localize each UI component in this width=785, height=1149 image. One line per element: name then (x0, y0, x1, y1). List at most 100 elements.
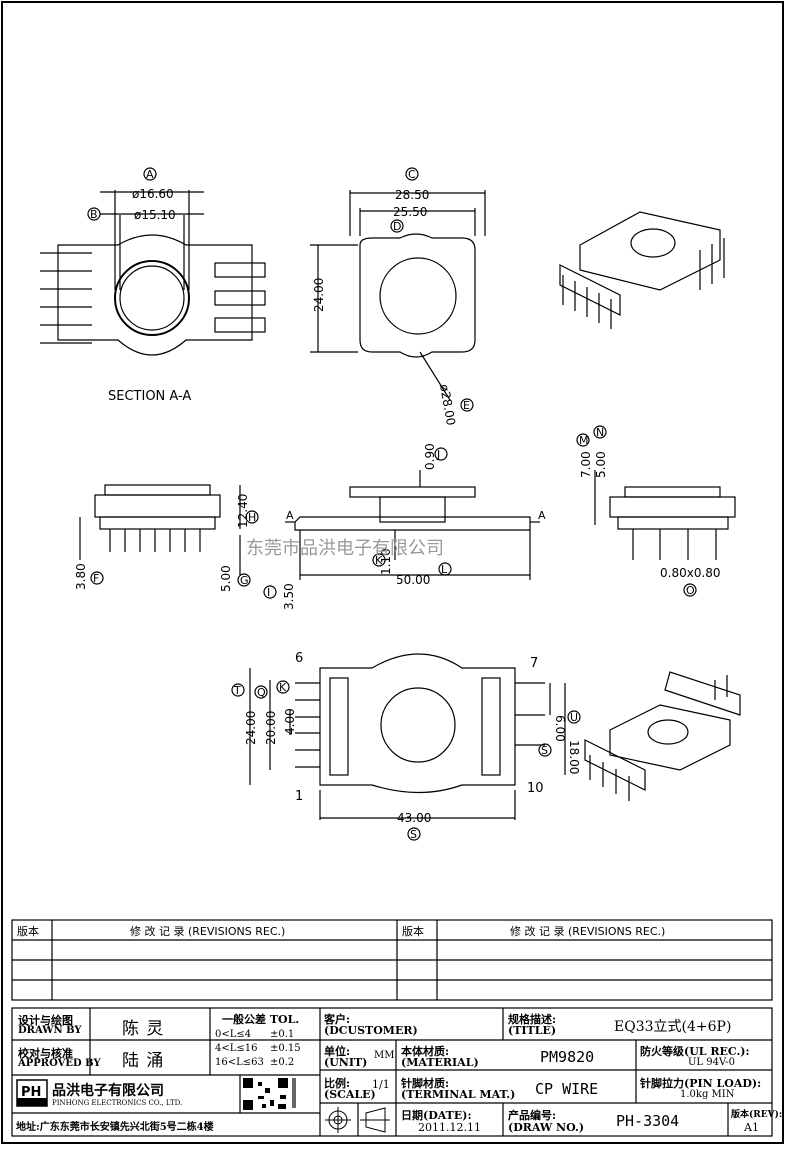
section-marker-left: A (286, 509, 294, 522)
dim-inner: 25.50 (393, 205, 427, 219)
dim-6-00: 6.00 (553, 715, 567, 742)
dim-1-10: 1.10 (379, 548, 393, 575)
callout-m: M (579, 434, 589, 447)
material-label-cn: 本体材质: (401, 1045, 450, 1058)
scale-label-cn: 比例: (324, 1077, 351, 1090)
checker-label-en: APPROVED BY (18, 1058, 101, 1069)
callout-q: Q (257, 686, 266, 699)
title-label-cn: 规格描述: (508, 1013, 557, 1026)
title-block-grid (11, 1007, 773, 1137)
company-logo-text: PH (21, 1085, 41, 1100)
rev-col-version-2: 版本 (402, 924, 424, 938)
dim-50-00: 50.00 (396, 573, 430, 587)
tol-val-3: ±0.2 (270, 1057, 295, 1068)
checker-label-cn: 校对与核准 (18, 1047, 73, 1060)
dim-0-80: 0.80x0.80 (660, 566, 721, 580)
tol-range-3: 16<L≤63 (215, 1057, 264, 1068)
date-value: 2011.12.11 (418, 1121, 481, 1134)
dim-12-40: 12.40 (236, 494, 250, 528)
designer-name: 陈 灵 (122, 1019, 165, 1039)
terminal-label-en: (TERMINAL MAT.) (401, 1088, 516, 1101)
pin-load-label: 针脚拉力(PIN LOAD): (640, 1077, 762, 1090)
callout-f: F (93, 572, 99, 585)
dim-3-50: 3.50 (282, 583, 296, 610)
tol-val-2: ±0.15 (270, 1043, 301, 1054)
rev-col-version-1: 版本 (17, 924, 39, 938)
dim-outer: 28.50 (395, 188, 429, 202)
callout-o: O (686, 584, 695, 597)
tol-range-1: 0<L≤4 (215, 1029, 252, 1040)
bottom-view (231, 653, 581, 841)
callout-k: K (279, 681, 287, 694)
qr-code (243, 1078, 296, 1110)
designer-label-en: DRAWN BY (18, 1025, 82, 1036)
tol-val-1: ±0.1 (270, 1029, 295, 1040)
pin-label-1: 1 (295, 789, 303, 804)
callout-e: E (463, 399, 470, 412)
revision-table (11, 919, 773, 1001)
pin-load-value: 1.0kg MIN (680, 1089, 735, 1100)
material-value: PM9820 (540, 1048, 595, 1066)
rev-col-record-1: 修 改 记 录 (REVISIONS REC.) (130, 924, 285, 938)
customer-label-cn: 客户: (324, 1013, 351, 1026)
callout-k-mid: K (375, 554, 383, 567)
callout-j: J (436, 448, 440, 461)
callout-s2: S (410, 828, 417, 841)
terminal-label-cn: 针脚材质: (401, 1077, 450, 1090)
unit-label-en: (UNIT) (324, 1056, 368, 1069)
section-marker-right: A (538, 509, 546, 522)
dim-5-00-right: 5.00 (594, 451, 608, 478)
dim-43-00: 43.00 (397, 811, 431, 825)
pin-label-7: 7 (530, 656, 538, 671)
dim-3-80: 3.80 (74, 563, 88, 590)
isometric-view-2 (584, 671, 741, 801)
revision-value: A1 (744, 1121, 759, 1134)
pin-label-10: 10 (527, 781, 544, 796)
callout-b: B (90, 208, 98, 221)
fire-rating-value: UL 94V-0 (688, 1057, 736, 1068)
dim-height: 24.00 (312, 278, 326, 312)
side-view-left (79, 484, 259, 587)
date-label: 日期(DATE): (401, 1109, 472, 1122)
callout-i: I (267, 586, 270, 599)
material-label-en: (MATERIAL) (401, 1056, 479, 1069)
tol-range-2: 4<L≤16 (215, 1043, 258, 1054)
callout-s: S (541, 744, 548, 757)
dim-0-90: 0.90 (423, 443, 437, 470)
callout-n: N (596, 426, 604, 439)
callout-a: A (146, 168, 154, 181)
fire-rating-label: 防火等级(UL REC.): (640, 1045, 750, 1058)
title-label-en: (TITLE) (508, 1024, 557, 1037)
front-view (310, 167, 486, 412)
callout-g: G (240, 574, 249, 587)
title-value: EQ33立式(4+6P) (614, 1019, 732, 1035)
callout-u: U (570, 711, 578, 724)
dim-hole: ø28.00 (437, 383, 458, 427)
dim-a: ø16.60 (132, 187, 174, 201)
company-address: 地址:广东东莞市长安镇先兴北街5号二栋4楼 (16, 1122, 214, 1133)
watermark: 东莞市品洪电子有限公司 (246, 538, 444, 559)
isometric-view-1 (559, 211, 725, 329)
dim-b: ø15.10 (134, 208, 176, 222)
company-logo (16, 1079, 48, 1107)
scale-label-en: (SCALE) (324, 1088, 376, 1101)
callout-h: H (248, 511, 256, 524)
callout-l: L (441, 563, 448, 576)
dim-5-00-left: 5.00 (219, 565, 233, 592)
draw-no-label-en: (DRAW NO.) (508, 1121, 585, 1134)
draw-no-label-cn: 产品编号: (508, 1109, 557, 1122)
callout-d: D (393, 220, 401, 233)
callout-c: C (408, 168, 416, 181)
dim-20-00: 20.00 (264, 711, 278, 745)
terminal-value: CP WIRE (535, 1080, 599, 1098)
side-view-right (576, 425, 736, 597)
customer-label-en: (DCUSTOMER) (324, 1024, 418, 1037)
draw-no-value: PH-3304 (616, 1112, 680, 1130)
pin-label-6: 6 (295, 651, 303, 666)
dim-7-00: 7.00 (579, 451, 593, 478)
revision-label: 版本(REV): (731, 1110, 783, 1120)
company-name-en: PINHONG ELECTRONICS CO., LTD. (52, 1099, 183, 1107)
dim-4-00: 4.00 (283, 708, 297, 735)
